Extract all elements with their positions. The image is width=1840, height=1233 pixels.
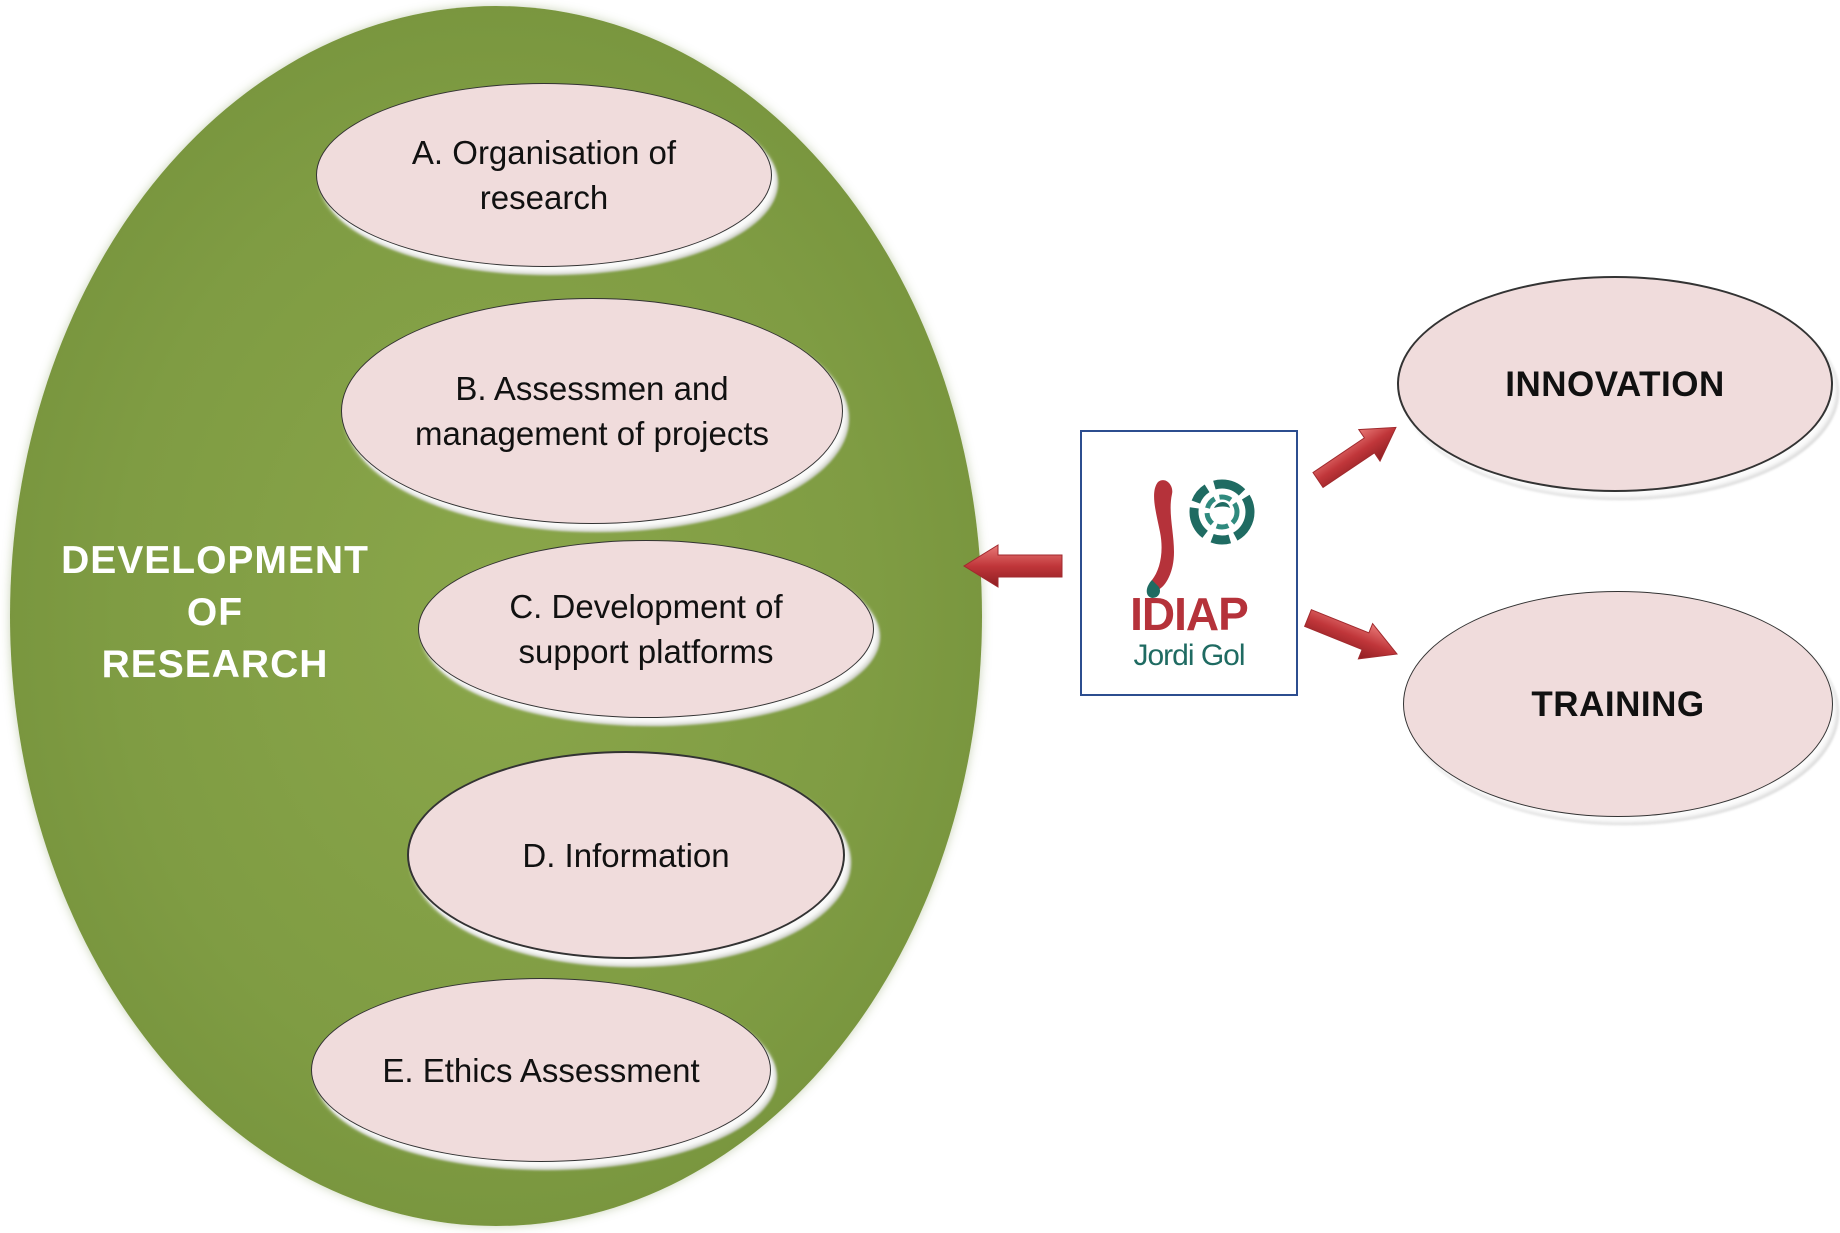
- title-line-2: OF: [186, 591, 244, 634]
- training-label: TRAINING: [1531, 684, 1705, 724]
- idiap-logo-name: IDIAP: [1130, 588, 1249, 640]
- organisation-of-research-node: A. Organisation of research: [316, 83, 772, 267]
- idiap-logo-graphic-icon: [1146, 479, 1255, 598]
- assessment-management-projects-node: B. Assessmen and management of projects: [341, 298, 843, 524]
- title-line-3: RESEARCH: [101, 643, 329, 686]
- node-label: E. Ethics Assessment: [382, 1051, 700, 1089]
- information-node: D. Information: [407, 751, 845, 959]
- training-node: TRAINING: [1403, 591, 1833, 817]
- innovation-label: INNOVATION: [1505, 364, 1725, 404]
- node-label: A. Organisation of research: [411, 134, 677, 216]
- node-label: B. Assessmen and management of projects: [414, 370, 770, 452]
- idiap-logo-subname: Jordi Gol: [1133, 639, 1245, 672]
- node-label: C. Development of support platforms: [509, 588, 783, 670]
- arrow-to-innovation-icon: [1312, 426, 1397, 489]
- arrow-to-training-icon: [1303, 609, 1398, 660]
- idiap-logo-box: IDIAP Jordi Gol: [1080, 430, 1298, 696]
- title-line-1: DEVELOPMENT: [61, 539, 369, 582]
- development-support-platforms-node: C. Development of support platforms: [418, 540, 874, 718]
- development-of-research-title: DEVELOPMENT OF RESEARCH: [30, 535, 400, 691]
- innovation-node: INNOVATION: [1397, 276, 1833, 492]
- node-label: D. Information: [522, 836, 730, 874]
- ethics-assessment-node: E. Ethics Assessment: [311, 978, 771, 1162]
